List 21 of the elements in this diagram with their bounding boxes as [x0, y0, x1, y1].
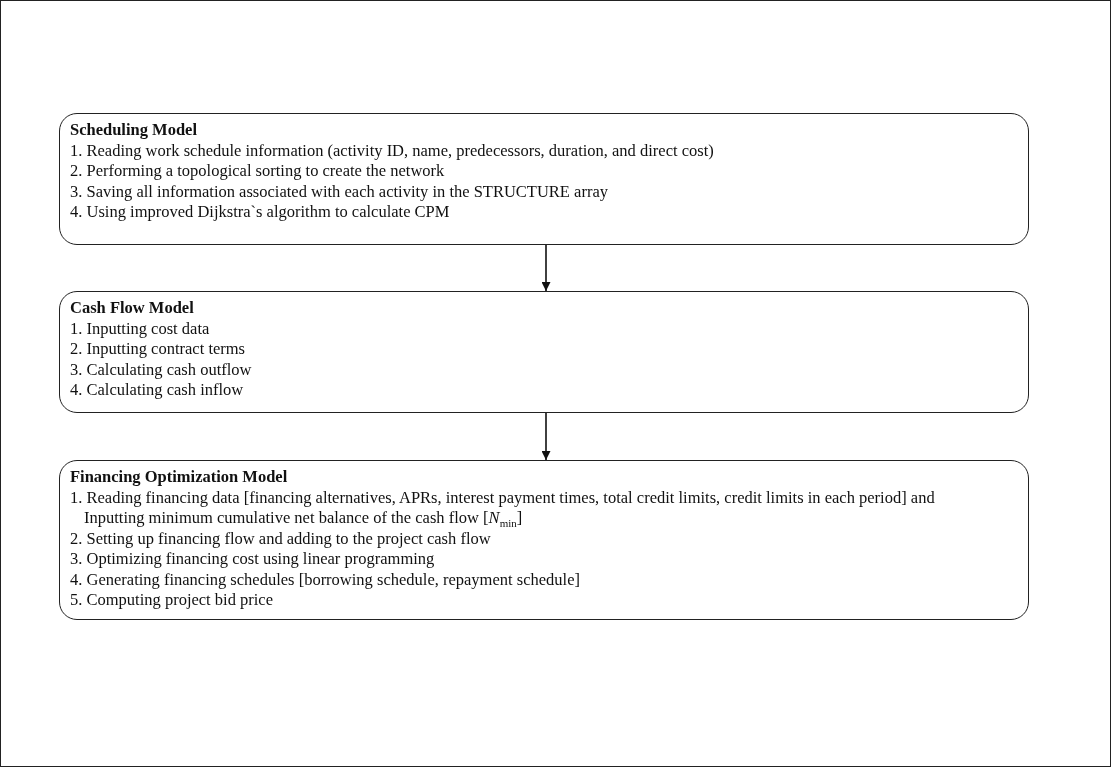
list-item: 1. Inputting cost data [70, 318, 210, 339]
list-item: 2. Setting up financing flow and adding to the project cash flow [70, 528, 491, 549]
process-box [59, 291, 1029, 413]
process-box [59, 460, 1029, 620]
box-heading: Scheduling Model [70, 120, 197, 141]
list-item: 4. Generating financing schedules [borrowing schedule, repayment schedule] [70, 569, 580, 590]
box-heading: Cash Flow Model [70, 298, 194, 319]
list-item: 3. Optimizing financing cost using linear programming [70, 549, 435, 570]
list-item: 2. Inputting contract terms [70, 339, 246, 360]
list-item: 3. Saving all information associated with each activity in the STRUCTURE array [70, 181, 608, 202]
process-box [59, 113, 1029, 245]
list-item: 4. Using improved Dijkstra`s algorithm to calculate CPM [70, 202, 450, 223]
list-item: 4. Calculating cash inflow [70, 380, 244, 401]
box-heading: Financing Optimization Model [70, 467, 288, 488]
list-item: 5. Computing project bid price [70, 590, 273, 611]
list-item: 2. Performing a topological sorting to create the network [70, 161, 445, 182]
arrow [541, 412, 551, 461]
arrow [541, 244, 551, 292]
list-item: 1. Reading financing data [financing alternatives, APRs, interest payment times, total credit limits, credit limits in each period] and Inputting minimum cumulative net balance of the cash flow [N$_{min}$] [70, 487, 936, 529]
list-item: 3. Calculating cash outflow [70, 359, 252, 380]
list-item: 1. Reading work schedule information (activity ID, name, predecessors, duration, and direct cost) [70, 140, 714, 161]
